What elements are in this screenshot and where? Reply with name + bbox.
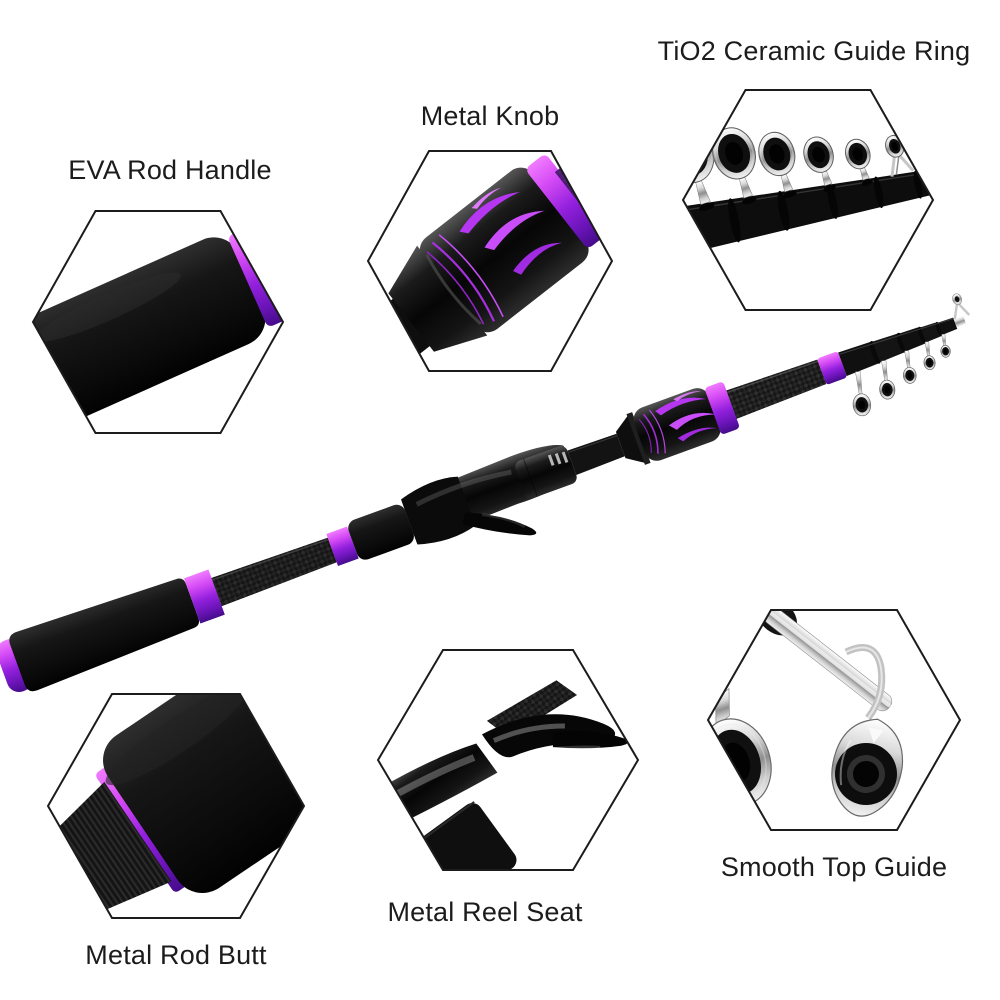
knob-barrel [419, 167, 589, 333]
hexagon-photo-smooth-top-guide [708, 610, 904, 817]
hexagon-outline-eva [31, 210, 285, 434]
trigger-spike [552, 731, 629, 749]
main-top-guide [831, 718, 904, 817]
label-eva-rod-handle: EVA Rod Handle [68, 155, 272, 185]
purple-edge-sliver [33, 396, 50, 433]
label-tio2-ceramic-guide-ring: TiO2 Ceramic Guide Ring [657, 36, 971, 66]
label-metal-reel-seat: Metal Reel Seat [387, 897, 583, 927]
knob-purple-pinstripes [638, 409, 666, 454]
partial-guide-ring [708, 687, 772, 806]
reel-seat-trigger [462, 512, 537, 536]
hexagon-photo-metal-reel-seat [378, 680, 629, 870]
carbon-blank-upper [726, 359, 827, 419]
knob-purple-pinstripes [426, 234, 504, 325]
hexagon-photo-metal-rod-butt [48, 694, 304, 913]
eva-foam-mass [103, 694, 304, 893]
hexagon-photo-eva-rod-handle [33, 213, 283, 433]
guide-ring-4 [803, 136, 836, 192]
hexagon-outline-seat [376, 649, 640, 871]
carbon-stub [263, 213, 283, 296]
eva-foregrip [348, 504, 414, 560]
hexagon-photo-ceramic-guide-rings [683, 123, 933, 261]
label-smooth-top-guide: Smooth Top Guide [720, 852, 948, 882]
chrome-tip-shaft [763, 610, 893, 712]
purple-winding-ring [326, 526, 359, 566]
hanging-guide-rings [852, 333, 951, 417]
rod-tip-top-guide [952, 293, 971, 320]
knob-purple-collar [705, 382, 739, 434]
hexagon-outline-butt [46, 693, 306, 919]
guide-ring-2 [712, 127, 757, 205]
rod-blank-mid [567, 433, 625, 476]
carbon-blank-lower [211, 537, 337, 607]
foam-block [389, 803, 517, 870]
purple-winding-ring [183, 569, 225, 624]
knob-flame-accents [655, 391, 717, 442]
hexagon-outline-guide [706, 609, 962, 831]
purple-collar [527, 155, 606, 248]
purple-band [817, 351, 847, 385]
guide-ring-5 [844, 138, 873, 186]
hexagon-outlines [31, 89, 962, 919]
collapsed-telescopic-sections [838, 316, 966, 377]
label-metal-knob: Metal Knob [420, 101, 560, 131]
main-rod-photo [0, 293, 971, 693]
guide-ring-3 [758, 131, 797, 198]
metal-locking-knob [615, 382, 739, 465]
hexagon-outline-tio2 [681, 89, 935, 311]
label-metal-rod-butt: Metal Rod Butt [85, 940, 267, 970]
knob-flame-accents [459, 187, 563, 275]
hexagon-outline-knob [366, 150, 614, 372]
seat-hood [481, 714, 616, 758]
eva-rear-handle [9, 578, 200, 692]
reel-seat-clamp [515, 445, 577, 499]
